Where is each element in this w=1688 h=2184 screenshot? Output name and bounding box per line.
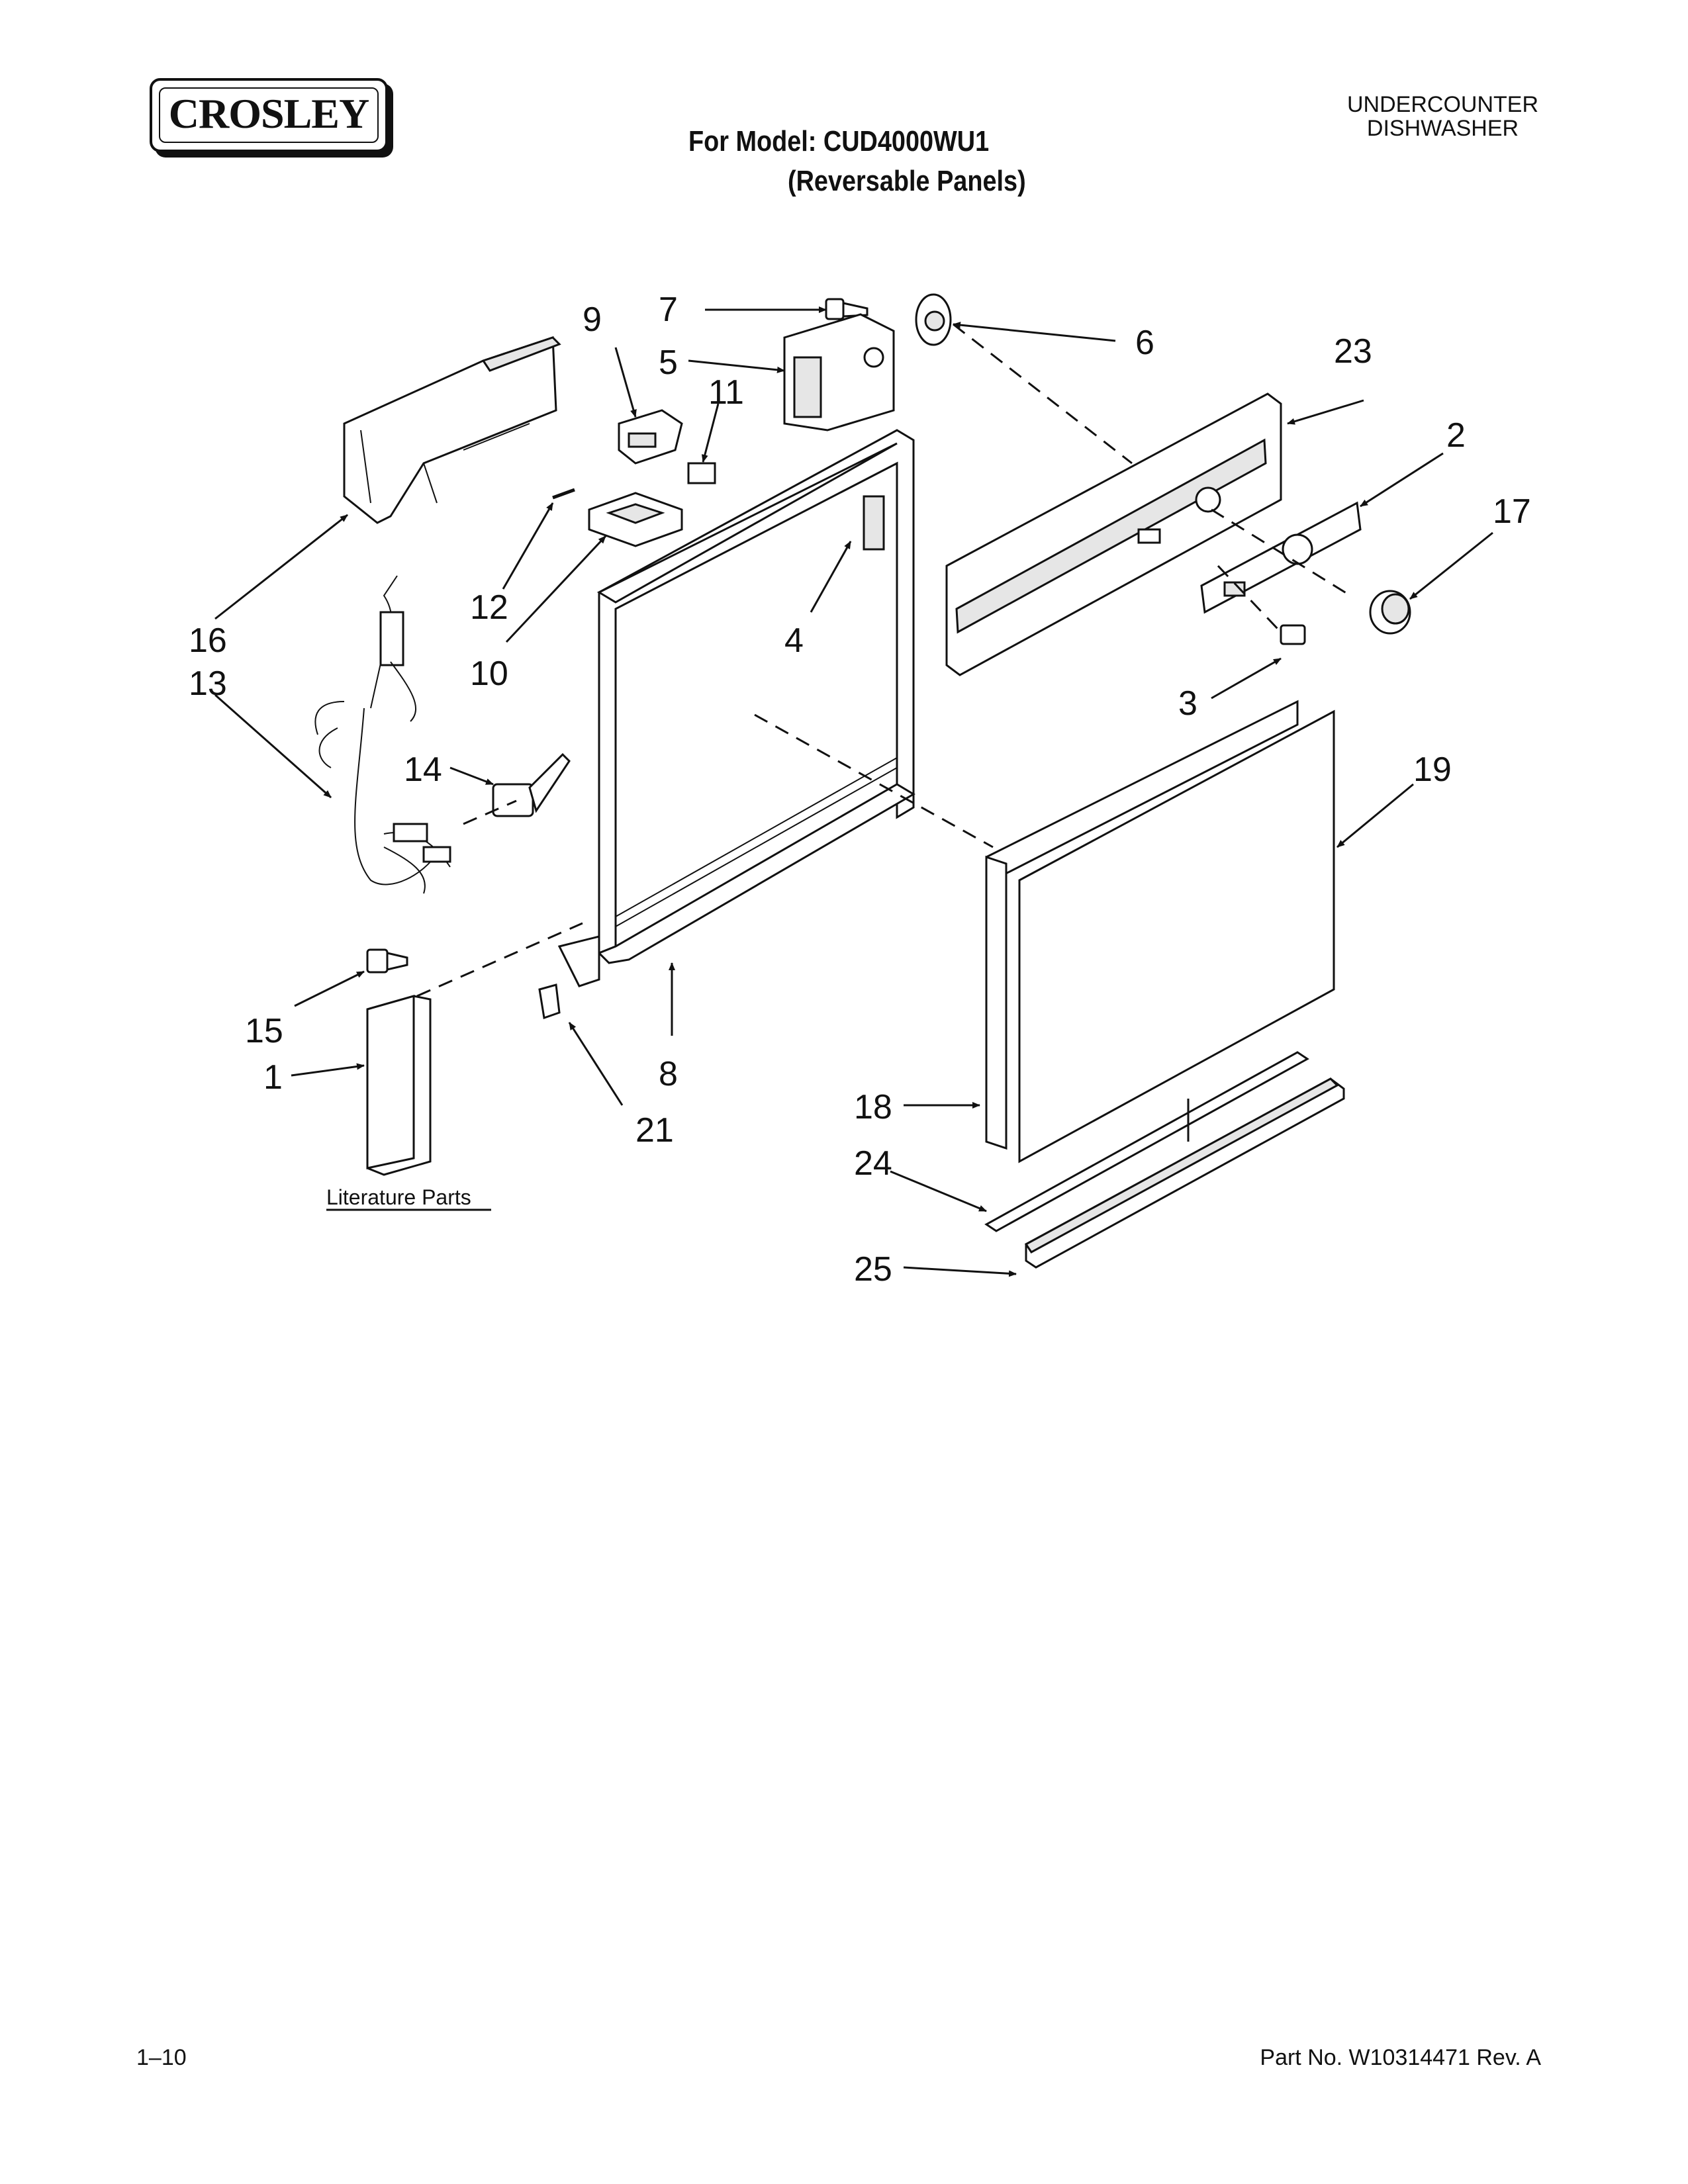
callout-15: 15 (245, 1012, 283, 1050)
callout-19: 19 (1413, 751, 1452, 789)
part-23-control-panel (945, 392, 1282, 676)
callout-21: 21 (635, 1111, 674, 1150)
part-number: Part No. W10314471 Rev. A (1260, 2045, 1541, 2070)
callout-25: 25 (854, 1250, 892, 1289)
part-13-wire-harness (314, 575, 451, 894)
part-12-latch-pin (552, 488, 575, 500)
part-10-latch-base (588, 492, 683, 547)
logo-inner-border (159, 87, 379, 143)
part-16-cover (343, 336, 561, 524)
model-title: For Model: CUD4000WU1 (688, 125, 990, 158)
category-line-2: DISHWASHER (1366, 116, 1519, 141)
part-1-literature (366, 995, 432, 1176)
part-3-button (1280, 624, 1306, 645)
callout-2: 2 (1446, 416, 1466, 455)
callout-13: 13 (189, 664, 227, 703)
callout-5: 5 (659, 343, 678, 382)
logo-text: CROSLEY (168, 90, 369, 137)
callout-14: 14 (404, 751, 442, 789)
callout-9: 9 (583, 300, 602, 339)
callout-18: 18 (854, 1088, 892, 1126)
part-15-screw (366, 948, 408, 974)
callout-16: 16 (189, 621, 227, 660)
callout-17: 17 (1493, 492, 1531, 531)
page-number: 1–10 (136, 2045, 187, 2070)
callout-8: 8 (659, 1055, 678, 1093)
part-8-door-frame (557, 429, 915, 987)
part-18-door-panel-back (985, 700, 1299, 1150)
part-6-knob-insert (915, 293, 952, 346)
appliance-category: UNDERCOUNTER DISHWASHER (1347, 93, 1538, 140)
part-7-screw (825, 298, 868, 320)
part-21-clip (538, 983, 561, 1020)
callout-10: 10 (470, 655, 508, 693)
callout-23: 23 (1334, 332, 1372, 371)
part-2-overlay (1200, 501, 1362, 614)
callout-24: 24 (854, 1144, 892, 1183)
part-24-toe-strip (984, 1051, 1309, 1232)
callout-11: 11 (708, 373, 744, 412)
leader-lines (214, 306, 1493, 1277)
callout-3: 3 (1178, 684, 1197, 723)
crosley-logo: CROSLEY (150, 78, 395, 158)
callout-1: 1 (263, 1058, 283, 1097)
part-14-connector (492, 752, 571, 817)
assembly-lines (416, 323, 1351, 997)
callout-7: 7 (659, 291, 678, 329)
part-9-latch (618, 409, 683, 465)
panel-note: (Reversable Panels) (788, 165, 1026, 197)
callout-4: 4 (784, 621, 804, 660)
part-17-knob (1369, 590, 1411, 635)
part-25-bottom-trim (1024, 1077, 1345, 1269)
callout-6: 6 (1135, 324, 1154, 362)
literature-label: Literature Parts (326, 1185, 471, 1209)
category-line-1: UNDERCOUNTER (1347, 92, 1538, 117)
part-5-switch-assembly (783, 313, 895, 432)
callout-12: 12 (470, 588, 508, 627)
part-19-door-panel-front (1018, 709, 1335, 1163)
part-11-latch-clip (687, 462, 716, 484)
logo-frame (150, 78, 388, 152)
callout-numbers: 7 9 5 11 6 23 2 17 12 10 4 16 13 14 3 19… (189, 291, 1531, 1289)
